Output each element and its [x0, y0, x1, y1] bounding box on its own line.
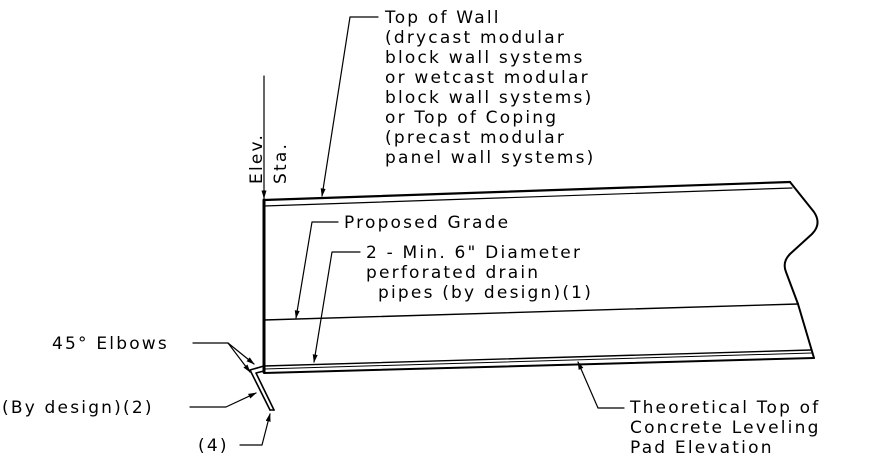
note-4-leader — [239, 413, 271, 446]
top-of-wall-inner-line — [263, 187, 793, 207]
note-4-label: (4) — [198, 436, 229, 456]
by-design-label: (By design)(2) — [2, 398, 154, 418]
wall-back-face — [797, 303, 815, 359]
top-of-wall-line — [262, 180, 792, 202]
elbows-leader-b — [227, 342, 251, 373]
top-of-wall-leader — [320, 16, 379, 197]
top-of-wall-line-3: block wall systems — [385, 48, 585, 68]
drain-pipes-leader — [312, 251, 361, 363]
elbows-callout: 45° Elbows — [52, 334, 255, 373]
elbows-label: 45° Elbows — [52, 334, 169, 354]
elev-sta-reference: Elev. Sta. — [247, 75, 291, 199]
elbows-leader-a — [227, 342, 255, 365]
leveling-pad-line-3: Pad Elevation — [630, 438, 774, 458]
top-of-wall-line-5: block wall systems) — [385, 88, 593, 108]
drain-pipes-line-1: 2 - Min. 6" Diameter — [366, 243, 582, 263]
top-of-wall-line-1: Top of Wall — [384, 8, 501, 28]
proposed-grade-callout: Proposed Grade — [294, 213, 510, 319]
top-of-wall-line-7: (precast modular — [385, 128, 566, 148]
drain-pipes-line-3: pipes (by design)(1) — [378, 283, 593, 303]
drain-pipes-callout: 2 - Min. 6" Diameter perforated drain pi… — [312, 243, 593, 363]
proposed-grade-line — [263, 303, 799, 321]
top-of-wall-line-2: (drycast modular — [385, 28, 566, 48]
proposed-grade-label: Proposed Grade — [344, 213, 510, 233]
elev-label: Elev. — [247, 133, 267, 184]
elbow-pipe-inner — [255, 370, 275, 411]
sta-label: Sta. — [271, 142, 291, 184]
drain-pipe-top-line — [263, 349, 812, 367]
by-design-callout: (By design)(2) — [2, 392, 257, 418]
leveling-pad-callout: Theoretical Top of Concrete Leveling Pad… — [577, 361, 821, 458]
drain-pipes-line-2: perforated drain — [366, 263, 540, 283]
by-design-leader — [189, 392, 257, 408]
wall-outline — [262, 180, 819, 374]
proposed-grade-leader — [294, 221, 339, 319]
top-of-wall-callout: Top of Wall (drycast modular block wall … — [320, 8, 596, 197]
leveling-pad-leader — [577, 361, 625, 409]
leveling-pad-line-2: Concrete Leveling — [630, 418, 821, 438]
top-of-wall-line-4: or wetcast modular — [385, 68, 590, 88]
top-of-wall-line-6: or Top of Coping — [385, 108, 558, 128]
top-of-wall-line-8: panel wall systems) — [385, 148, 596, 168]
leveling-pad-line — [263, 357, 815, 374]
leveling-pad-line-1: Theoretical Top of — [629, 398, 820, 418]
drain-pipe-mid-line — [263, 352, 813, 370]
wall-break-line — [783, 181, 819, 305]
note-4-callout: (4) — [198, 413, 271, 456]
